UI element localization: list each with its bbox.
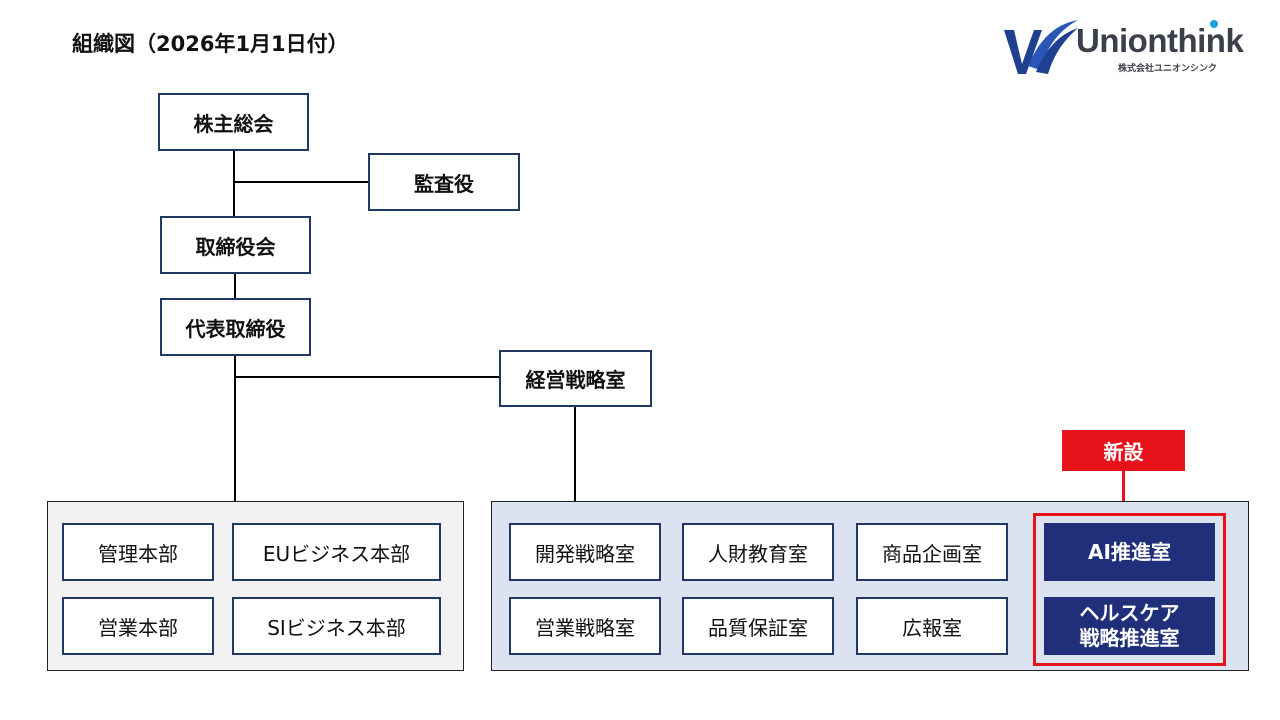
right-unit: 品質保証室 bbox=[682, 597, 834, 655]
node-auditor: 監査役 bbox=[368, 153, 520, 211]
logo-dot-icon bbox=[1210, 20, 1218, 28]
node-board: 取締役会 bbox=[160, 216, 311, 274]
connector-strategy bbox=[234, 376, 500, 378]
connector-board-president bbox=[234, 272, 236, 299]
left-unit: SIビジネス本部 bbox=[232, 597, 441, 655]
right-unit: 営業戦略室 bbox=[509, 597, 661, 655]
connector-auditor bbox=[233, 181, 369, 183]
left-unit: EUビジネス本部 bbox=[232, 523, 441, 581]
left-unit: 管理本部 bbox=[62, 523, 214, 581]
connector-shareholders-board bbox=[233, 150, 235, 218]
logo-mark-icon bbox=[1004, 20, 1078, 74]
logo-name: Unionthin bbox=[1076, 22, 1226, 59]
logo-subtitle: 株式会社ユニオンシンク bbox=[1118, 64, 1218, 74]
logo-name-last-letter: k bbox=[1225, 22, 1244, 59]
connector-new-badge bbox=[1122, 470, 1125, 514]
page-title: 組織図（2026年1月1日付） bbox=[72, 32, 349, 56]
new-unit-ai: AI推進室 bbox=[1044, 523, 1215, 581]
connector-president-down bbox=[234, 355, 236, 502]
node-strategy-office: 経営戦略室 bbox=[499, 350, 652, 407]
left-unit: 営業本部 bbox=[62, 597, 214, 655]
right-unit: 商品企画室 bbox=[856, 523, 1008, 581]
node-shareholders: 株主総会 bbox=[158, 93, 309, 151]
connector-strategy-down bbox=[574, 406, 576, 502]
new-unit-healthcare: ヘルスケア 戦略推進室 bbox=[1044, 597, 1215, 655]
right-unit: 人財教育室 bbox=[682, 523, 834, 581]
right-unit: 広報室 bbox=[856, 597, 1008, 655]
company-logo: Unionthink 株式会社ユニオンシンク bbox=[1000, 14, 1272, 80]
node-president: 代表取締役 bbox=[160, 298, 311, 356]
new-badge: 新設 bbox=[1062, 430, 1185, 471]
new-units-highlight bbox=[1033, 513, 1226, 666]
right-unit: 開発戦略室 bbox=[509, 523, 661, 581]
